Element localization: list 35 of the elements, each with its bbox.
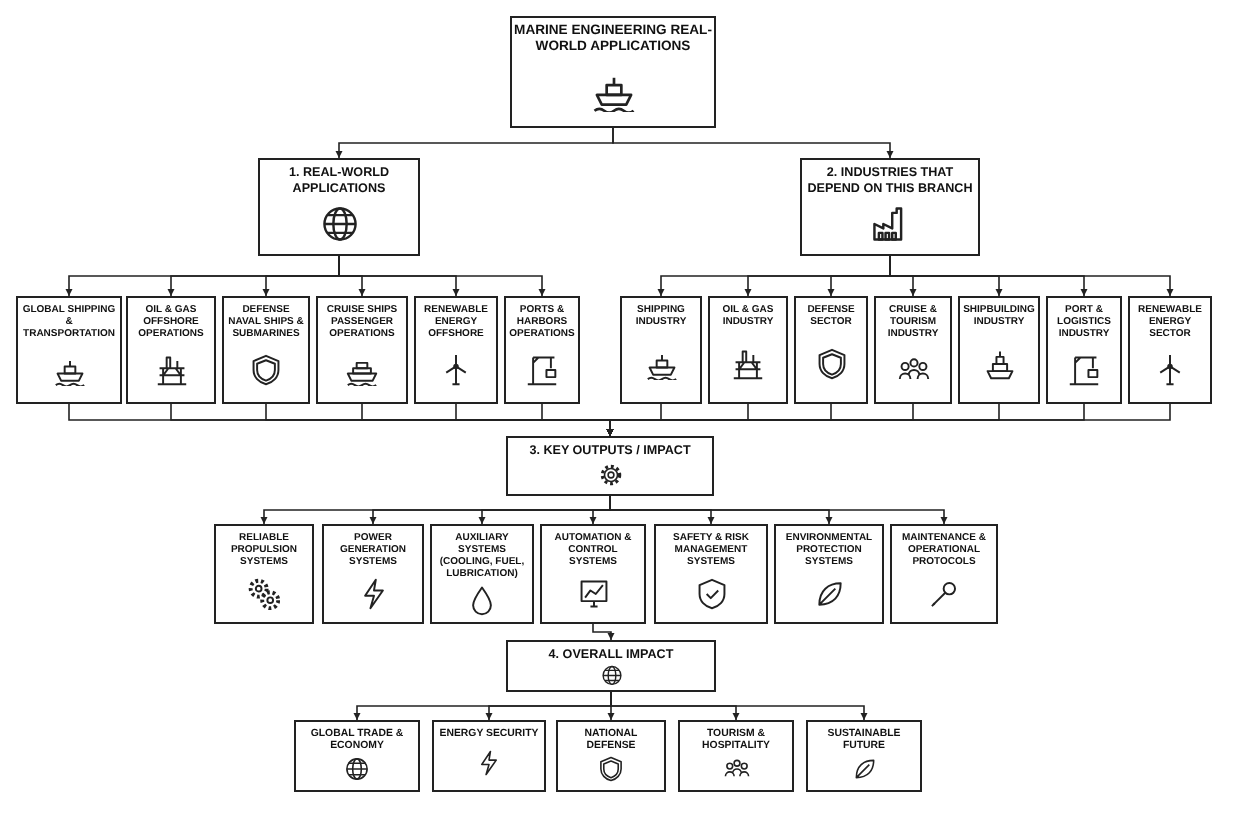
connector-arrow <box>592 623 615 641</box>
connector-arrow <box>612 127 894 159</box>
category-box <box>800 158 980 256</box>
category-box <box>126 296 216 404</box>
category-box <box>504 296 580 404</box>
connector-arrow <box>338 255 546 297</box>
category-box <box>708 296 788 404</box>
category-box <box>16 296 122 404</box>
category-box <box>620 296 702 404</box>
category-box <box>774 524 884 624</box>
category-box <box>1046 296 1122 404</box>
category-box <box>294 720 420 792</box>
category-box <box>806 720 922 792</box>
category-box <box>540 524 646 624</box>
category-box <box>506 640 716 692</box>
category-box <box>678 720 794 792</box>
category-box <box>214 524 314 624</box>
category-box <box>430 524 534 624</box>
category-box <box>432 720 546 792</box>
category-box <box>794 296 868 404</box>
category-box <box>1128 296 1212 404</box>
category-box <box>316 296 408 404</box>
category-box <box>258 158 420 256</box>
category-box <box>222 296 310 404</box>
category-box <box>414 296 498 404</box>
category-box <box>958 296 1040 404</box>
category-box <box>556 720 666 792</box>
connector-arrow <box>609 495 948 525</box>
category-box <box>322 524 424 624</box>
category-box <box>890 524 998 624</box>
connector-arrow <box>889 255 1174 297</box>
category-box <box>654 524 768 624</box>
category-box <box>510 16 716 128</box>
category-box <box>874 296 952 404</box>
category-box <box>506 436 714 496</box>
